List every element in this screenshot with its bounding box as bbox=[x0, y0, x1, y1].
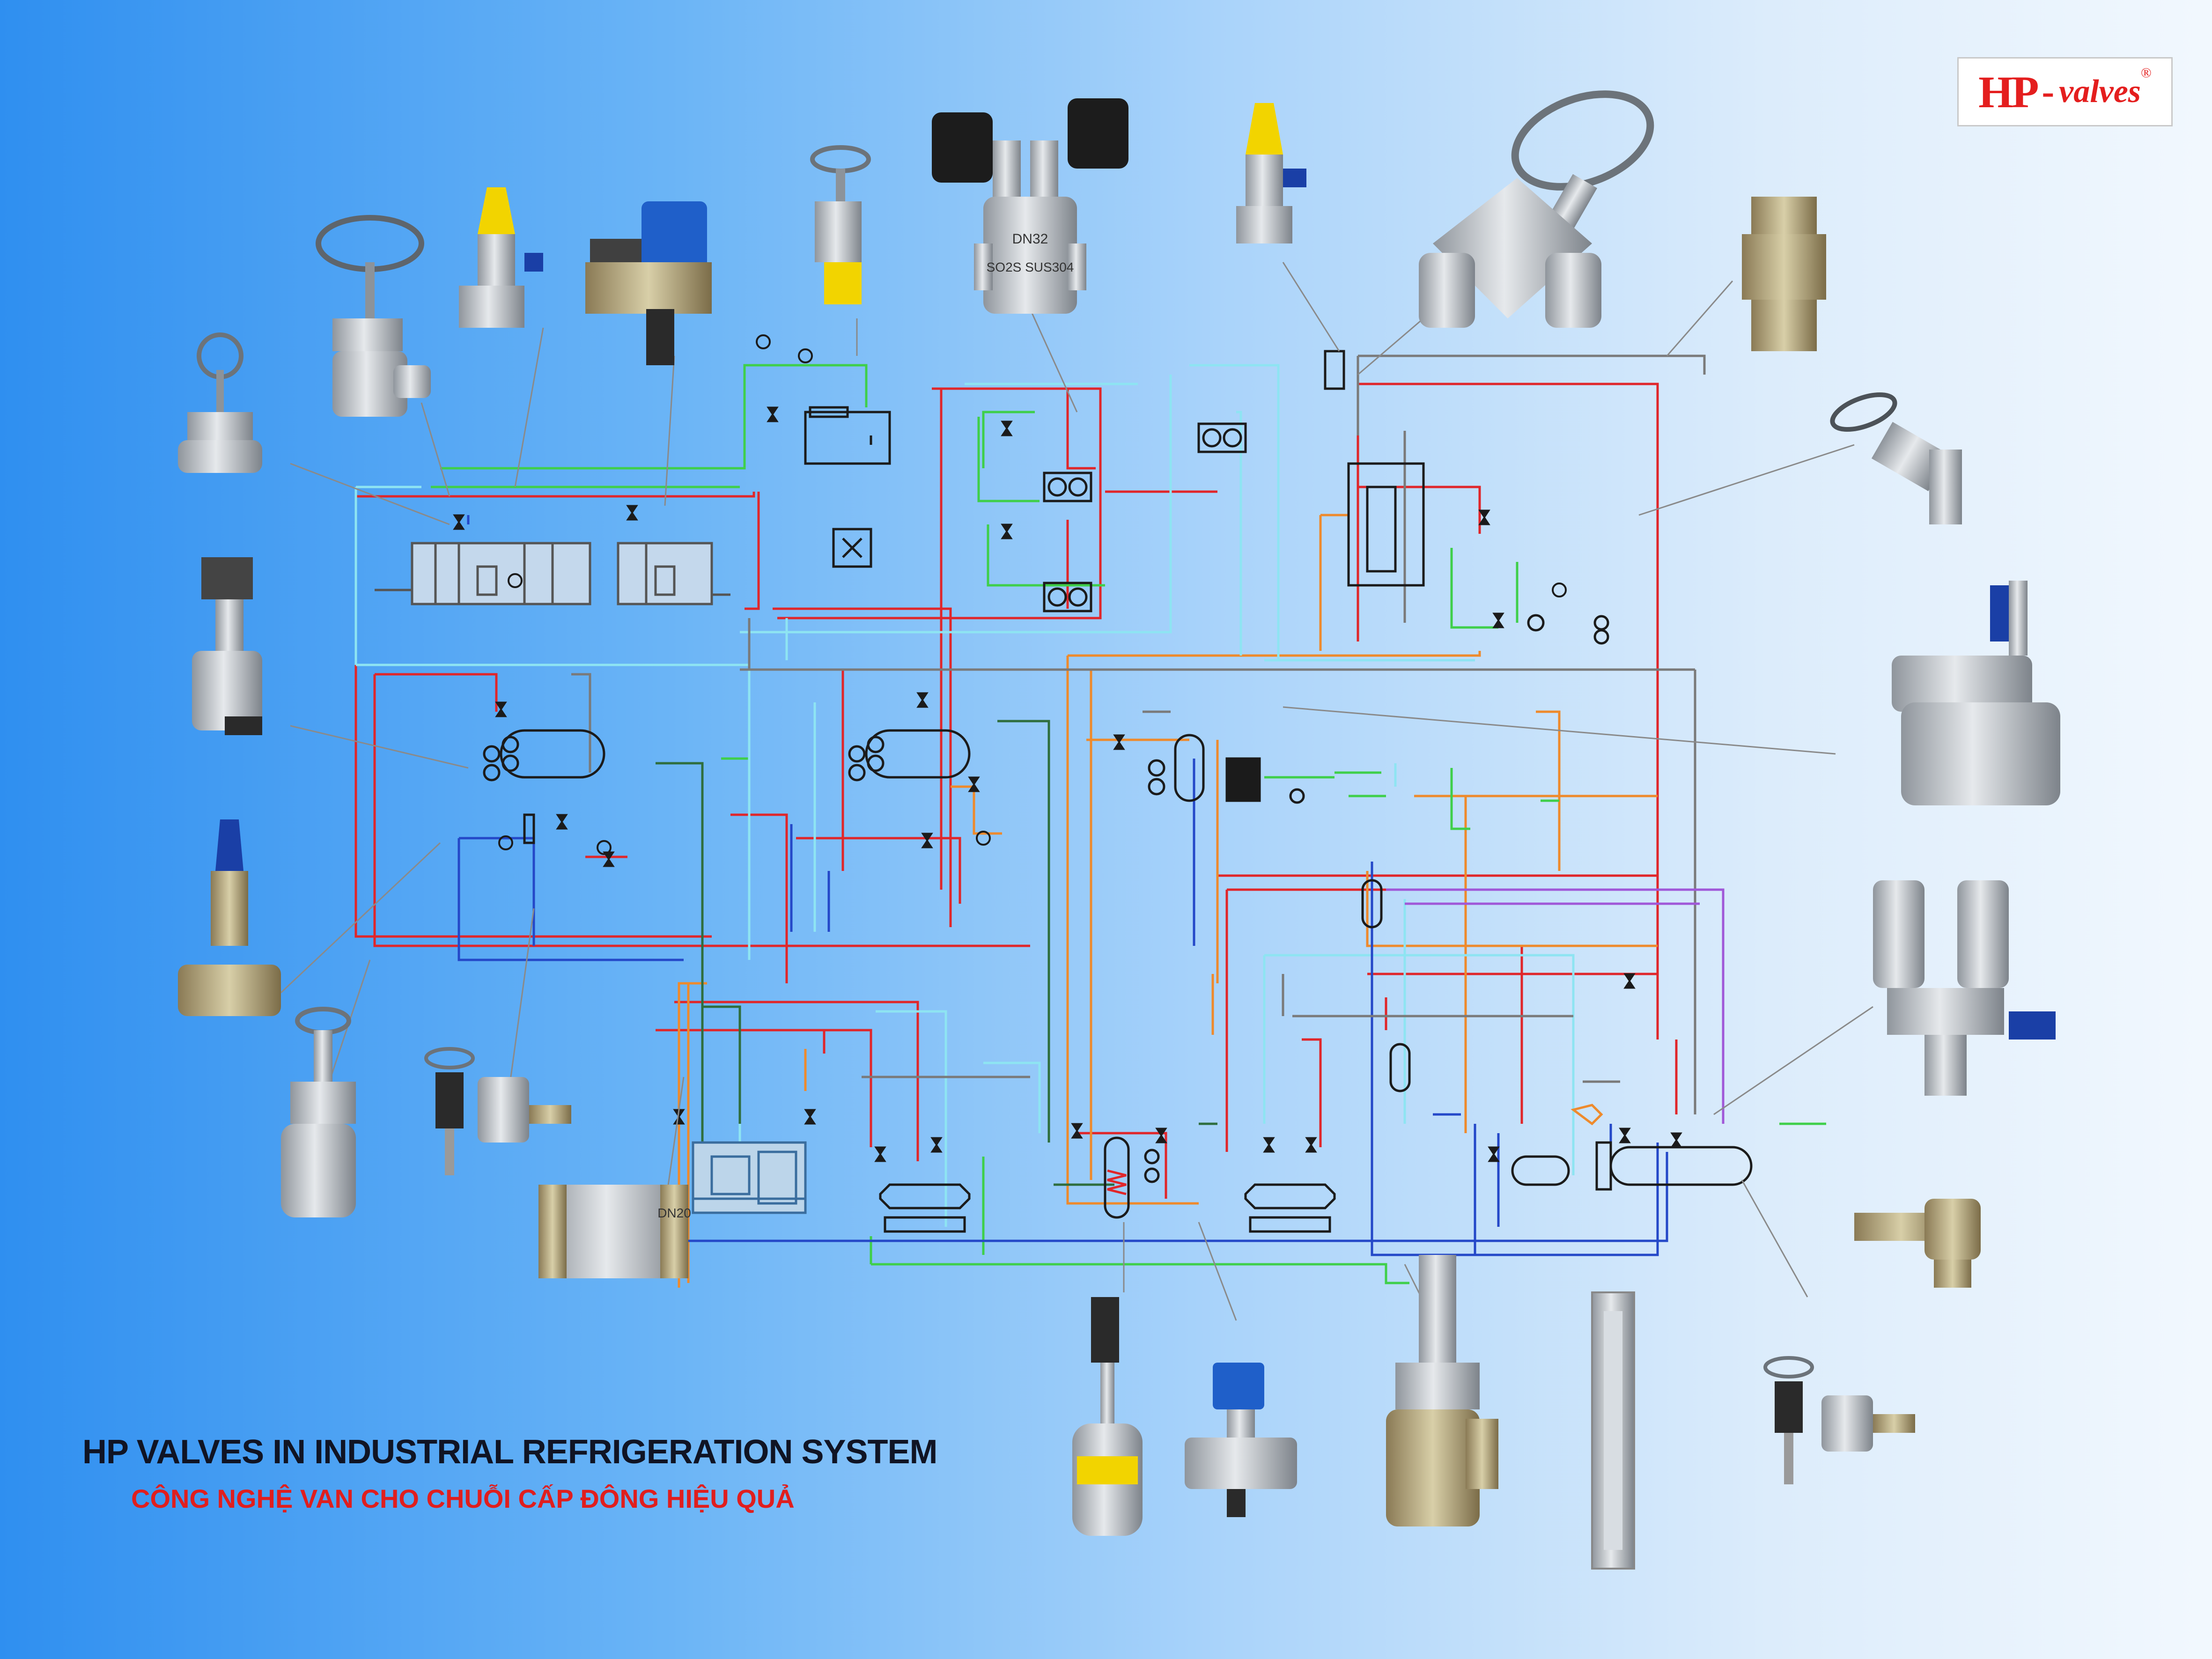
product-check-fitting bbox=[1854, 1199, 1981, 1288]
logo-dash: - bbox=[2042, 71, 2055, 112]
small-receiver-3 bbox=[523, 813, 535, 844]
pipe-lines-darkgreen bbox=[656, 720, 1217, 1186]
product-check-valve-brass bbox=[1742, 197, 1826, 351]
logo-registered-mark: ® bbox=[2141, 65, 2152, 81]
product-strainer-dn20: DN20 bbox=[538, 1185, 691, 1278]
page-subtitle: CÔNG NGHỆ VAN CHO CHUỖI CẤP ĐÔNG HIỆU QU… bbox=[131, 1484, 795, 1513]
product-filter-valve bbox=[281, 1007, 356, 1217]
separator-vessel-2 bbox=[848, 729, 971, 782]
separator-vessel-3 bbox=[1148, 734, 1205, 802]
compressor-unit bbox=[692, 1141, 807, 1214]
small-receiver-1 bbox=[1361, 879, 1383, 929]
product-y-valve-small bbox=[1830, 392, 1962, 524]
air-cooler-1 bbox=[879, 1183, 971, 1233]
valve-symbols bbox=[453, 406, 1682, 1162]
product-dual-shutoff-valve bbox=[1873, 880, 2056, 1096]
cooling-tower bbox=[804, 406, 891, 465]
intercooler-vessel bbox=[1104, 1136, 1160, 1219]
page-title: HP VALVES IN INDUSTRIAL REFRIGERATION SY… bbox=[82, 1433, 938, 1471]
solenoid-body-label: SO2S SUS304 bbox=[987, 260, 1074, 274]
flow-arrow-marker bbox=[1571, 1104, 1603, 1126]
small-receiver-2 bbox=[1389, 1043, 1411, 1092]
pipe-lines-cyan bbox=[354, 364, 1575, 1227]
pipe-lines-purple bbox=[1386, 888, 1725, 1124]
product-globe-valve-left bbox=[178, 332, 262, 473]
air-cooler-2 bbox=[1244, 1183, 1336, 1233]
callout-leader-lines bbox=[280, 262, 1873, 1321]
logo-valves-text: valves bbox=[2059, 74, 2141, 110]
product-solenoid-valve-bottom bbox=[1185, 1363, 1297, 1517]
pump-top-right bbox=[1527, 614, 1609, 645]
fan-unit-1 bbox=[1043, 472, 1092, 502]
separator-vessel-1 bbox=[483, 729, 605, 782]
product-sight-glass-level bbox=[1591, 1291, 1635, 1570]
gauge-icons bbox=[498, 334, 1567, 855]
product-safety-valve-yellow bbox=[459, 187, 543, 328]
condenser-box bbox=[832, 528, 872, 568]
evaporator-unit-1 bbox=[375, 542, 591, 605]
pipe-lines-blue bbox=[457, 515, 1668, 1256]
receiver-horizontal-2 bbox=[1595, 1141, 1753, 1191]
product-pressure-regulator-large bbox=[1386, 1255, 1498, 1526]
diagram-equipment bbox=[375, 350, 1753, 1233]
product-globe-valve-small bbox=[810, 145, 871, 304]
product-level-switch-float bbox=[1072, 1297, 1143, 1536]
product-check-valve-blue bbox=[178, 819, 281, 1016]
evaporator-unit-2 bbox=[617, 542, 730, 605]
product-solenoid-valve-blue bbox=[585, 201, 712, 365]
receiver-horizontal-1 bbox=[1511, 1155, 1570, 1186]
product-gauge-valve-set-left bbox=[424, 1047, 571, 1175]
hp-valves-logo: HP - valves ® bbox=[1957, 57, 2173, 126]
pipe-lines-green bbox=[431, 364, 1826, 1284]
product-motorized-valve bbox=[1892, 581, 2060, 805]
pipe-lines-gray bbox=[571, 354, 1706, 1114]
fan-unit-2 bbox=[1043, 582, 1092, 612]
product-gauge-valve-set-right bbox=[1763, 1356, 1915, 1484]
pipe-lines-orange bbox=[678, 450, 1658, 1288]
plate-heat-exchanger bbox=[1225, 757, 1305, 804]
product-dual-solenoid-valve: DN32 SO2S SUS304 bbox=[932, 98, 1128, 314]
solenoid-size-label: DN32 bbox=[1012, 231, 1048, 247]
strainer-size-label: DN20 bbox=[657, 1206, 691, 1220]
product-angle-valve-handwheel bbox=[316, 215, 431, 417]
logo-hp-text: HP bbox=[1978, 66, 2039, 117]
fan-unit-3 bbox=[1197, 422, 1247, 453]
oil-separator bbox=[1324, 350, 1425, 587]
product-pressure-switch bbox=[192, 557, 262, 735]
product-y-globe-valve-large bbox=[1419, 90, 1654, 328]
product-safety-valve-yellow-2 bbox=[1236, 103, 1306, 243]
